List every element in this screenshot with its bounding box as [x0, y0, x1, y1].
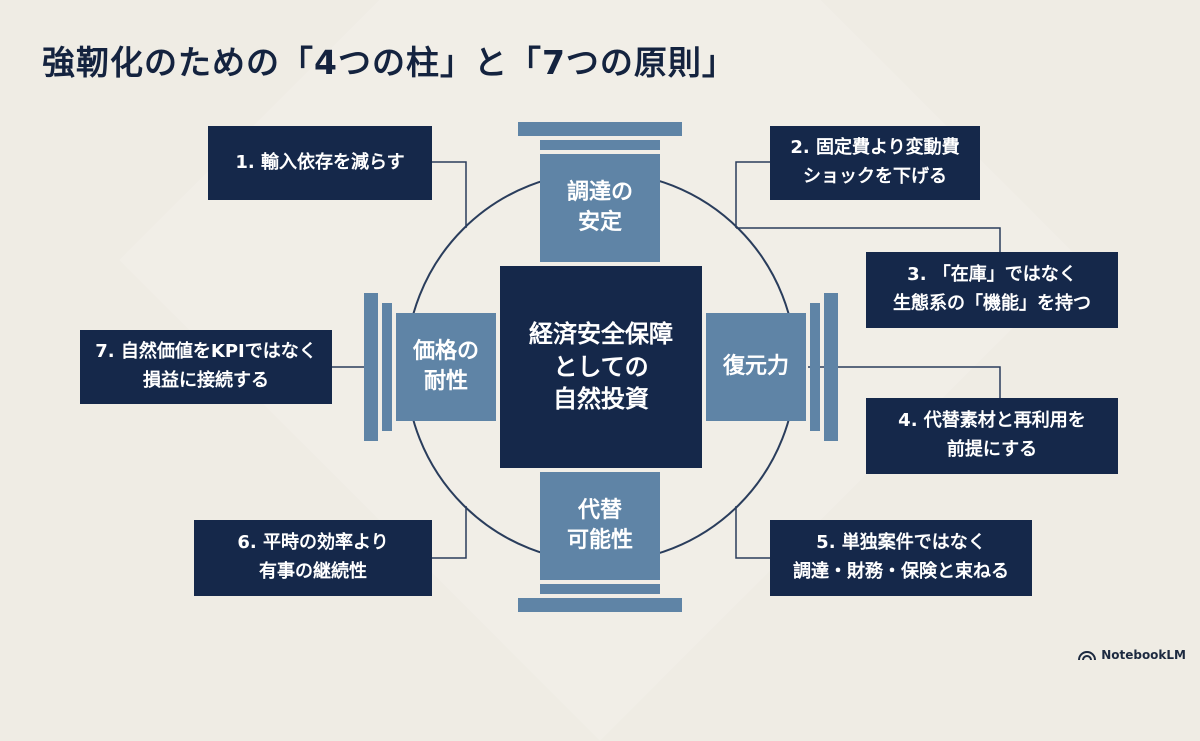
brand-label: NotebookLM — [1101, 648, 1186, 662]
pillar-bottom-cap-outer — [518, 598, 682, 612]
connector-principle-4 — [808, 366, 1001, 398]
page-title: 強靭化のための「4つの柱」と「7つの原則」 — [42, 43, 736, 82]
pillar-right-cap-inner — [810, 303, 820, 431]
principle-5: 5. 単独案件ではなく 調達・財務・保険と束ねる — [770, 520, 1032, 596]
pillar-left: 価格の 耐性 — [396, 313, 496, 421]
pillar-left-cap-outer — [364, 293, 378, 441]
connector-principle-6 — [432, 506, 467, 559]
connector-principle-2 — [735, 161, 770, 228]
notebooklm-logo-icon — [1078, 651, 1097, 661]
principle-4: 4. 代替素材と再利用を 前提にする — [866, 398, 1118, 474]
principle-6: 6. 平時の効率より 有事の継続性 — [194, 520, 432, 596]
pillar-right: 復元力 — [706, 313, 806, 421]
pillar-top: 調達の 安定 — [540, 154, 660, 262]
pillar-bottom-cap-inner — [540, 584, 660, 594]
pillar-bottom: 代替 可能性 — [540, 472, 660, 580]
connector-principle-1 — [432, 161, 467, 228]
pillar-top-cap-inner — [540, 140, 660, 150]
principle-3: 3. 「在庫」ではなく 生態系の「機能」を持つ — [866, 252, 1118, 328]
principle-1: 1. 輸入依存を減らす — [208, 126, 432, 200]
pillar-top-cap-outer — [518, 122, 682, 136]
pillar-left-cap-inner — [382, 303, 392, 431]
center-theme: 経済安全保障 としての 自然投資 — [500, 266, 702, 468]
principle-2: 2. 固定費より変動費 ショックを下げる — [770, 126, 980, 200]
connector-principle-5 — [735, 506, 770, 559]
connector-principle-3 — [736, 227, 1001, 252]
brand-mark: NotebookLM — [1078, 648, 1186, 662]
principle-7: 7. 自然価値をKPIではなく 損益に接続する — [80, 330, 332, 404]
pillar-right-cap-outer — [824, 293, 838, 441]
